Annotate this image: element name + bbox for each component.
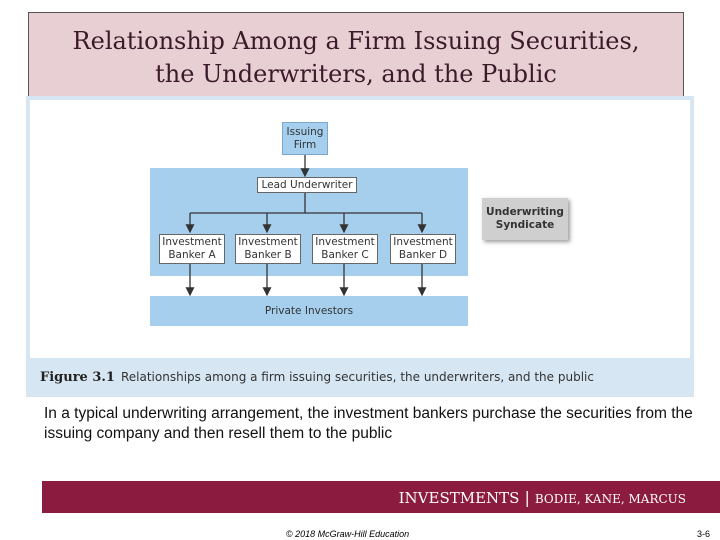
brand-title: INVESTMENTS bbox=[398, 489, 520, 507]
brand-separator: | bbox=[524, 488, 530, 507]
copyright-notice: © 2018 McGraw-Hill Education bbox=[286, 529, 410, 539]
banker-c-box: Investment Banker C bbox=[312, 234, 378, 264]
figure-caption-text: Relationships among a firm issuing secur… bbox=[120, 370, 594, 384]
page-number: 3-6 bbox=[696, 529, 710, 539]
private-investors-band bbox=[150, 296, 468, 326]
title-box: Relationship Among a Firm Issuing Securi… bbox=[28, 12, 684, 101]
slide-title-line-1: Relationship Among a Firm Issuing Securi… bbox=[72, 27, 640, 55]
underwriting-syndicate-box: Underwriting Syndicate bbox=[482, 198, 568, 240]
brand-authors: BODIE, KANE, MARCUS bbox=[534, 492, 686, 506]
figure-caption: Figure 3.1 Relationships among a firm iss… bbox=[40, 370, 594, 385]
private-investors-label: Private Investors bbox=[264, 304, 354, 317]
footer-bar: INVESTMENTS| BODIE, KANE, MARCUS bbox=[42, 481, 720, 513]
slide-title-line-2: the Underwriters, and the Public bbox=[155, 60, 557, 88]
figure-caption-bar: Figure 3.1 Relationships among a firm iss… bbox=[26, 358, 694, 397]
lead-underwriter-box: Lead Underwriter bbox=[257, 177, 357, 193]
figure-diagram-area: Issuing Firm Lead Underwriter Investment… bbox=[30, 100, 690, 358]
footer-brand: INVESTMENTS| BODIE, KANE, MARCUS bbox=[399, 488, 686, 507]
banker-b-box: Investment Banker B bbox=[235, 234, 301, 264]
figure-panel: Issuing Firm Lead Underwriter Investment… bbox=[26, 96, 694, 397]
banker-a-box: Investment Banker A bbox=[159, 234, 225, 264]
issuing-firm-box: Issuing Firm bbox=[282, 122, 328, 155]
figure-caption-label: Figure 3.1 bbox=[40, 370, 115, 385]
banker-d-box: Investment Banker D bbox=[390, 234, 456, 264]
body-text: In a typical underwriting arrangement, t… bbox=[44, 405, 693, 442]
